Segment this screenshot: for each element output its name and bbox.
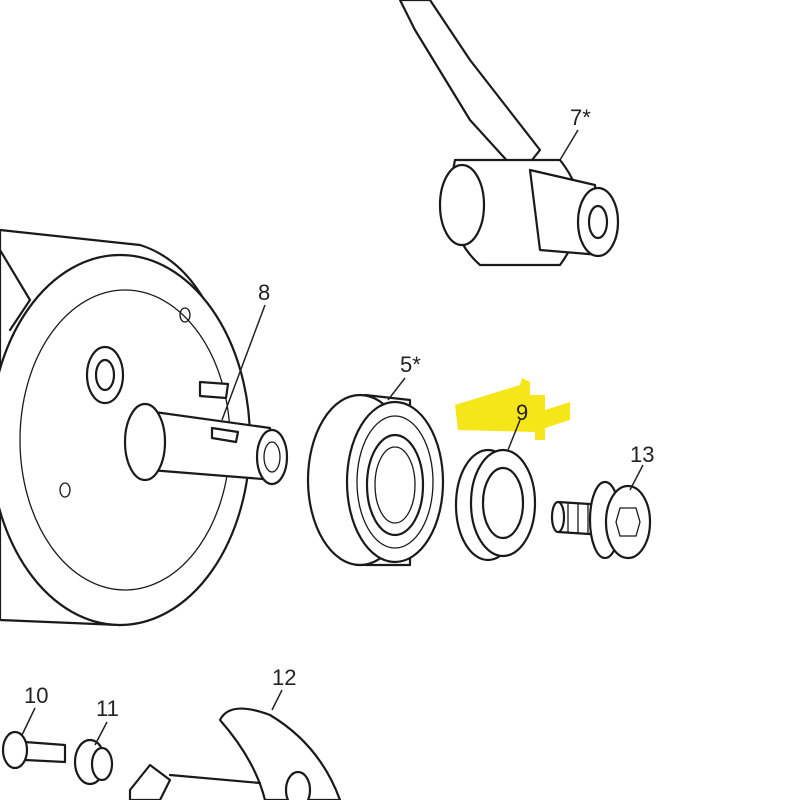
seal-ring-highlight <box>455 378 570 440</box>
callout-12[interactable]: 12 <box>272 665 296 690</box>
callout-8[interactable]: 8 <box>258 280 270 305</box>
crankshaft-part <box>0 228 289 627</box>
screw-part <box>550 480 652 560</box>
seal-ring-part <box>454 448 537 562</box>
callout-9[interactable]: 9 <box>516 400 528 425</box>
callout-13[interactable]: 13 <box>630 442 654 467</box>
washer-part <box>73 738 114 786</box>
bolt-part <box>1 730 67 770</box>
bearing-part <box>306 393 445 567</box>
cover-part <box>128 707 342 800</box>
callout-5[interactable]: 5* <box>400 352 421 377</box>
callout-10[interactable]: 10 <box>24 683 48 708</box>
callout-7[interactable]: 7* <box>570 105 591 130</box>
connecting-rod-part <box>398 0 620 267</box>
callout-11[interactable]: 11 <box>96 696 119 721</box>
